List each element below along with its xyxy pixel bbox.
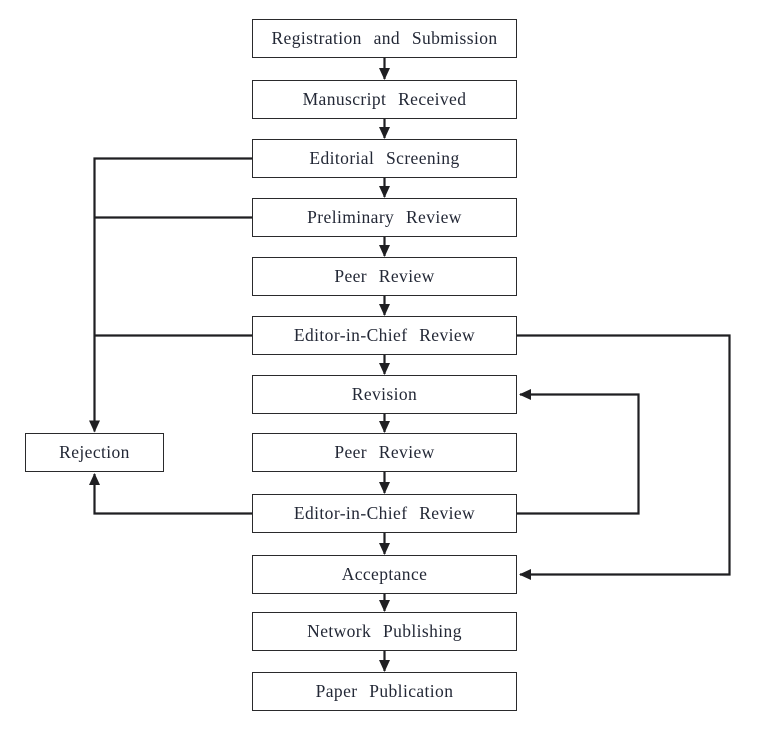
node-registration-and-submission: Registration and Submission — [252, 19, 517, 58]
node-label: Peer Review — [334, 266, 435, 286]
node-label: Revision — [351, 384, 418, 404]
node-network-publishing: Network Publishing — [252, 612, 517, 651]
edge-editorial-to-rejection — [89, 157, 252, 433]
node-editor-in-chief-review-1: Editor-in-Chief Review — [252, 316, 517, 355]
edge-eic1-to-acceptance — [517, 334, 731, 580]
node-label: Peer Review — [334, 442, 435, 462]
node-label: Acceptance — [341, 564, 428, 584]
node-label: Paper Publication — [315, 681, 454, 701]
node-peer-review-1: Peer Review — [252, 257, 517, 296]
node-editor-in-chief-review-2: Editor-in-Chief Review — [252, 494, 517, 533]
node-paper-publication: Paper Publication — [252, 672, 517, 711]
node-revision: Revision — [252, 375, 517, 414]
edge-eic2-to-rejection — [89, 473, 252, 515]
node-label: Editorial Screening — [309, 148, 460, 168]
node-label: Network Publishing — [307, 621, 462, 641]
node-editorial-screening: Editorial Screening — [252, 139, 517, 178]
node-manuscript-received: Manuscript Received — [252, 80, 517, 119]
edge-eic2-to-revision — [517, 389, 640, 515]
node-peer-review-2: Peer Review — [252, 433, 517, 472]
node-label: Editor-in-Chief Review — [293, 325, 476, 345]
node-label: Editor-in-Chief Review — [293, 503, 476, 523]
node-preliminary-review: Preliminary Review — [252, 198, 517, 237]
node-label: Manuscript Received — [302, 89, 467, 109]
node-label: Registration and Submission — [271, 28, 498, 48]
node-rejection: Rejection — [25, 433, 164, 472]
node-acceptance: Acceptance — [252, 555, 517, 594]
node-label: Preliminary Review — [307, 207, 462, 227]
node-label: Rejection — [59, 442, 130, 462]
